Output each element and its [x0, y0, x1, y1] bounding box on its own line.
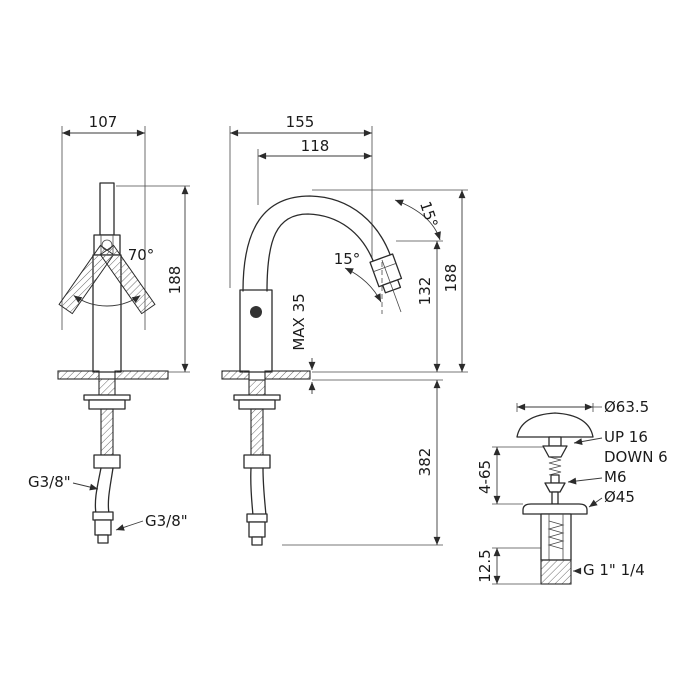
spout-outer-curve	[242, 195, 392, 292]
front-supply-labels: G3/8" G3/8"	[28, 473, 188, 531]
return-spring	[547, 520, 565, 550]
washer	[83, 394, 131, 401]
dim-382-label: 382	[416, 448, 434, 477]
handle-position-left	[58, 244, 115, 315]
drain-cap-dome	[516, 412, 594, 438]
side-view: 155 118 15°	[221, 113, 468, 546]
drain-cap-assembly	[516, 412, 594, 505]
dim-15deg-swivel-label: 15°	[416, 199, 441, 230]
spout-angle-annotation: 15°	[334, 250, 402, 314]
swivel-arc	[394, 199, 441, 241]
dim-465-label: 4-65	[476, 460, 494, 494]
leader-line	[115, 520, 144, 531]
dim-d635-label: Ø63.5	[604, 398, 649, 416]
side-height-dimension: 188	[312, 189, 468, 373]
angle-arc	[344, 267, 382, 303]
hose-tail	[251, 536, 263, 546]
guide-stem	[551, 491, 559, 505]
outlet-thread-annotation: G 1" 1/4	[573, 561, 645, 579]
brand-badge	[250, 306, 262, 318]
side-deck	[221, 370, 311, 380]
dim-125-label: 12.5	[476, 549, 494, 582]
hose-coupler	[243, 454, 271, 469]
deck-slab	[221, 370, 250, 380]
side-depth-dimension: 155	[229, 113, 373, 288]
cap-stem	[548, 436, 562, 447]
hose-collar	[92, 511, 114, 521]
deck-slab	[114, 370, 169, 380]
g38-side-label: G3/8"	[28, 473, 71, 491]
waste-tube	[540, 513, 572, 561]
threaded-shank	[98, 378, 116, 396]
flange	[522, 503, 588, 515]
leader-line	[588, 497, 603, 508]
side-faucet	[239, 195, 403, 373]
dim-188-left-label: 188	[166, 266, 184, 295]
clicker-spring	[548, 456, 562, 476]
side-underdeck	[233, 379, 281, 546]
threaded-rod	[250, 408, 264, 456]
front-underdeck	[83, 378, 131, 544]
handle-lever	[99, 182, 115, 236]
leader-line	[72, 482, 99, 491]
clicker-cone	[542, 445, 568, 458]
washer	[233, 394, 281, 401]
flex-hose	[250, 467, 254, 517]
dim-118-label: 118	[301, 137, 330, 155]
dim-107-label: 107	[89, 113, 118, 131]
m6-label: M6	[604, 468, 627, 486]
deck-slab	[57, 370, 100, 380]
hose-tail	[97, 534, 109, 544]
guide-cone	[544, 482, 566, 493]
side-body	[239, 289, 273, 373]
hose-nut	[248, 521, 266, 538]
below-deck-dimension: 382	[282, 379, 443, 546]
front-handle-swing: 70°	[58, 244, 156, 315]
mounting-nut	[238, 399, 276, 410]
max-deck-annotation: MAX 35	[290, 293, 316, 394]
max-35-label: MAX 35	[290, 293, 308, 350]
threaded-outlet	[540, 559, 572, 585]
d45-label: Ø45	[604, 488, 635, 506]
flex-hose	[107, 467, 114, 515]
swivel-angle-annotation: 15°	[394, 199, 441, 241]
up-16-label: UP 16	[604, 428, 648, 446]
cap-diameter-dimension: Ø63.5	[516, 398, 649, 416]
dim-132-label: 132	[416, 277, 434, 306]
leader-line	[567, 477, 603, 485]
front-height-dimension: 188	[116, 185, 190, 373]
front-deck	[57, 370, 169, 380]
flex-hose	[262, 467, 267, 517]
dim-188-right-label: 188	[442, 264, 460, 293]
hose-nut	[94, 519, 112, 536]
adjust-range-dimension: 4-65	[476, 446, 543, 505]
axis-reference-line	[381, 259, 402, 313]
front-view: 107 70° 188	[28, 113, 190, 544]
down-6-label: DOWN 6	[604, 448, 668, 466]
thread-length-dimension: 12.5	[476, 547, 541, 585]
threaded-rod	[100, 408, 114, 456]
mounting-nut	[88, 399, 126, 410]
threaded-shank	[248, 379, 266, 397]
drain-annotations: UP 16 DOWN 6 M6 Ø45	[567, 428, 668, 508]
dim-15deg-label: 15°	[334, 250, 361, 268]
waste-body	[522, 503, 588, 585]
spout-inner-curve	[266, 213, 375, 292]
spring-seat	[550, 474, 560, 484]
flex-hose	[94, 467, 102, 515]
deck-slab	[264, 370, 311, 380]
drain-view: Ø63.5 UP 16 DOWN 6 M6 Ø45	[476, 398, 668, 585]
g38-bottom-label: G3/8"	[145, 512, 188, 530]
handle-position-right	[99, 244, 156, 315]
side-reach-dimension: 118	[257, 137, 372, 205]
hose-coupler	[93, 454, 121, 469]
front-handle	[93, 182, 121, 256]
dim-70deg-label: 70°	[128, 246, 155, 264]
g114-label: G 1" 1/4	[583, 561, 645, 579]
swing-arc	[73, 295, 141, 307]
hose-collar	[246, 513, 268, 523]
dim-155-label: 155	[286, 113, 315, 131]
spout-height-dimension: 132	[396, 240, 443, 372]
leader-line	[573, 437, 603, 445]
